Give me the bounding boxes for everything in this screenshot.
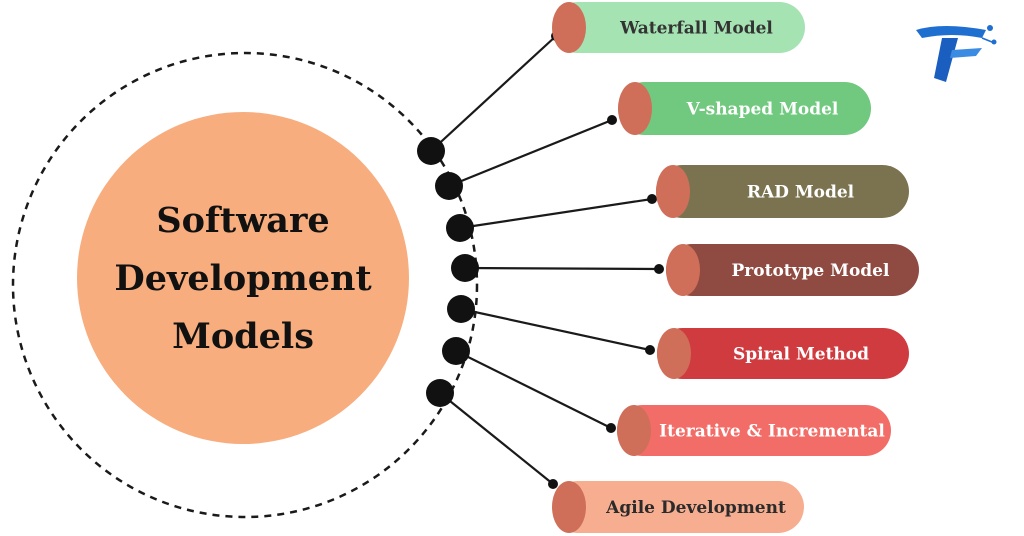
dashed-ring	[11, 51, 479, 519]
model-pill-cap-1	[552, 2, 586, 53]
model-label-4: Prototype Model	[732, 261, 890, 281]
model-pill-cap-2	[618, 82, 652, 135]
connector-end-dot-5	[645, 345, 655, 355]
connector-end-dot-7	[548, 479, 558, 489]
ring-node-2	[435, 172, 463, 200]
center-title-line-1: Software	[156, 200, 329, 241]
ring-node-1	[417, 137, 445, 165]
center-title-line-2: Development	[114, 258, 371, 299]
ring-node-3	[446, 214, 474, 242]
tf-logo-icon	[916, 25, 997, 82]
connector-line-1	[430, 35, 557, 152]
model-pill-1[interactable]: Waterfall Model	[552, 2, 805, 53]
connector-line-5	[460, 307, 651, 352]
center-title-line-3: Models	[172, 316, 314, 357]
model-pill-cap-3	[656, 165, 690, 218]
model-label-5: Spiral Method	[733, 345, 869, 365]
model-pill-6[interactable]: Iterative & Incremental	[617, 405, 891, 456]
model-pill-cap-5	[657, 328, 691, 379]
model-pill-3[interactable]: RAD Model	[656, 165, 909, 218]
ring-node-4	[451, 254, 479, 282]
connector-end-dot-3	[647, 194, 657, 204]
model-pill-body-3	[656, 165, 909, 218]
model-pill-4[interactable]: Prototype Model	[666, 244, 919, 296]
model-pill-cap-4	[666, 244, 700, 296]
model-label-1: Waterfall Model	[619, 19, 773, 39]
ring-node-7	[426, 379, 454, 407]
model-label-2: V-shaped Model	[686, 100, 839, 120]
connector-line-4	[464, 266, 660, 271]
model-pill-body-5	[657, 328, 909, 379]
model-pill-cap-6	[617, 405, 651, 456]
model-pill-cap-7	[552, 481, 586, 533]
model-label-3: RAD Model	[747, 183, 855, 203]
connector-end-dot-2	[607, 115, 617, 125]
model-pill-body-2	[618, 82, 871, 135]
ring-node-6	[442, 337, 470, 365]
connector-line-6	[455, 350, 612, 429]
connectors	[417, 31, 664, 489]
ring-node-5	[447, 295, 475, 323]
model-pill-body-1	[552, 2, 805, 53]
connector-line-2	[448, 118, 613, 188]
center-circle	[77, 112, 409, 444]
model-pill-7[interactable]: Agile Development	[552, 481, 804, 533]
connector-end-dot-4	[654, 264, 664, 274]
model-pill-body-6	[617, 405, 891, 456]
connector-end-dot-6	[606, 423, 616, 433]
model-pill-body-7	[552, 481, 804, 533]
connector-line-3	[459, 197, 653, 230]
connector-line-7	[439, 392, 554, 485]
model-label-6: Iterative & Incremental	[659, 422, 885, 442]
model-pill-body-4	[666, 244, 919, 296]
model-pill-5[interactable]: Spiral Method	[657, 328, 909, 379]
model-label-7: Agile Development	[605, 498, 786, 518]
model-pill-2[interactable]: V-shaped Model	[618, 82, 871, 135]
